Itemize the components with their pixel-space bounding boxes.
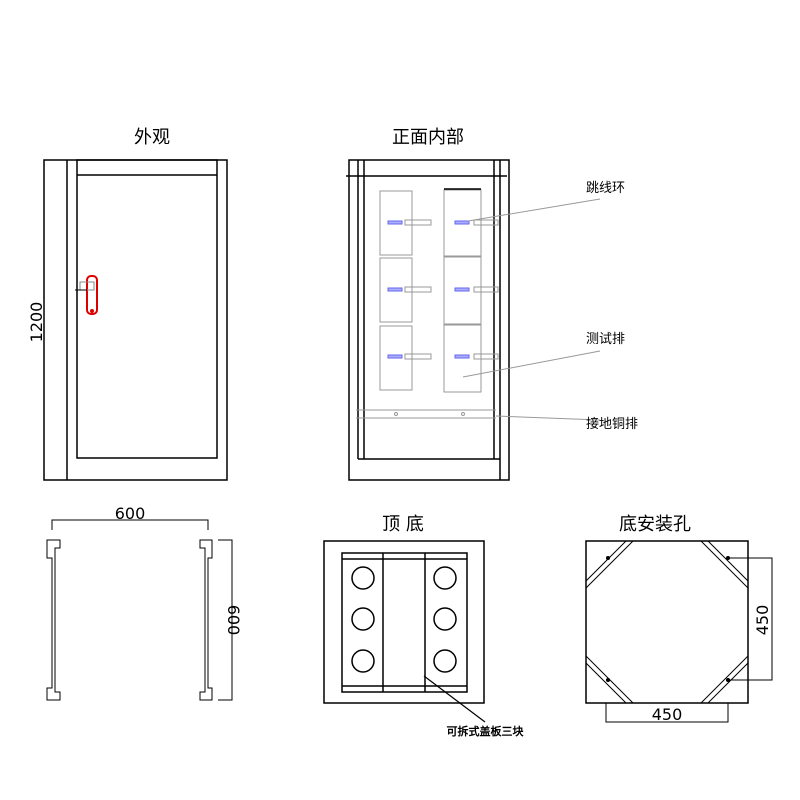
exterior-title: 外观	[134, 127, 170, 148]
base-mounting-view: 底安装孔 450 450	[585, 514, 773, 724]
top-bottom-title: 顶 底	[382, 514, 424, 535]
label-test-bar: 测试排	[586, 332, 625, 347]
vertical-hole-spacing: 450	[753, 605, 772, 636]
top-bottom-view: 顶 底 可拆式盖板三块	[323, 514, 525, 738]
front-interior-view: 正面内部 跳线环 测试排 接地铜排	[346, 127, 638, 481]
width-dimension: 600	[115, 504, 146, 523]
front-interior-title: 正面内部	[392, 127, 464, 148]
cabinet-outline	[43, 159, 228, 481]
test-bar-terminals	[387, 219, 499, 360]
depth-dimension: 600	[224, 605, 243, 636]
cable-holes	[351, 566, 457, 673]
horizontal-hole-spacing: 450	[652, 705, 683, 724]
base-mounting-title: 底安装孔	[619, 514, 691, 535]
top-section-view: 600 600	[46, 504, 243, 701]
exterior-view: 外观 1200	[27, 127, 228, 481]
label-jumper-ring: 跳线环	[586, 181, 625, 196]
removable-cover-note: 可拆式盖板三块	[447, 724, 525, 738]
door-panel	[76, 159, 218, 459]
door-handle-icon[interactable]	[75, 275, 98, 315]
height-dimension: 1200	[27, 302, 46, 343]
label-ground-copper-bar: 接地铜排	[586, 416, 638, 432]
